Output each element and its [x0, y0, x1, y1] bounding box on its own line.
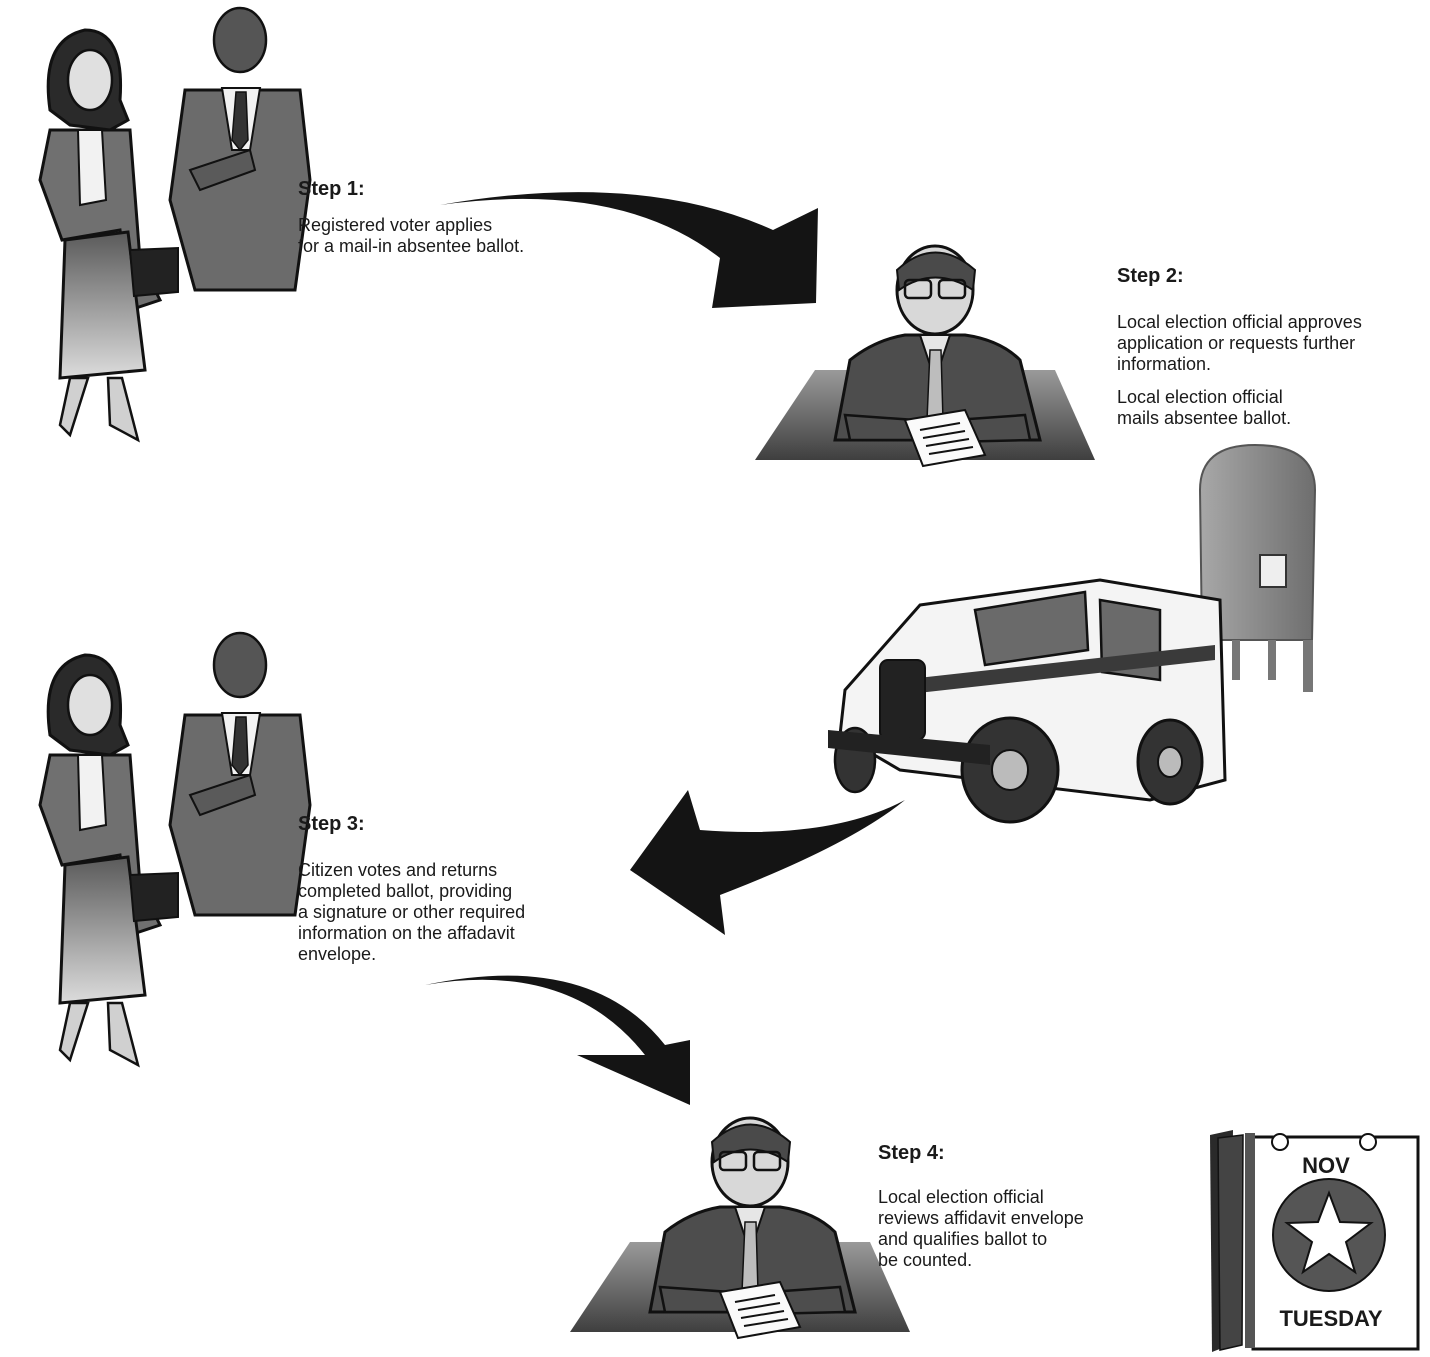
calendar-month: NOV — [1302, 1153, 1350, 1178]
arrow-step1-to-step2 — [440, 192, 818, 308]
step-3: Step 3: Citizen votes and returns comple… — [298, 813, 588, 977]
step-4-title: Step 4: — [878, 1142, 945, 1164]
step-2-description-2: Local election official mails absentee b… — [1117, 387, 1292, 428]
calendar-icon — [1210, 1130, 1420, 1352]
arrow-step3-to-step4 — [425, 975, 690, 1105]
step-2-title: Step 2: — [1117, 265, 1184, 287]
voter-couple-step1 — [38, 6, 312, 442]
step-4: Step 4: Local election official reviews … — [878, 1142, 1168, 1283]
arrow-mail-to-step3 — [630, 790, 905, 935]
step-3-description: Citizen votes and returns completed ball… — [298, 860, 526, 964]
step-1: Step 1: Registered voter applies for a m… — [298, 178, 618, 269]
calendar-day: TUESDAY — [1279, 1306, 1382, 1331]
step-1-description: Registered voter applies for a mail-in a… — [298, 215, 525, 256]
step-4-description: Local election official reviews affidavi… — [878, 1187, 1084, 1270]
step-3-title: Step 3: — [298, 813, 365, 835]
step-2-description-1: Local election official approves applica… — [1117, 312, 1362, 374]
mailbox-icon — [1198, 443, 1317, 692]
step-1-title: Step 1: — [298, 178, 365, 200]
step-2: Step 2: Local election official approves… — [1117, 265, 1427, 441]
election-official-step4 — [568, 1116, 912, 1340]
mail-truck-icon — [828, 578, 1227, 824]
voter-couple-step3 — [38, 631, 312, 1067]
